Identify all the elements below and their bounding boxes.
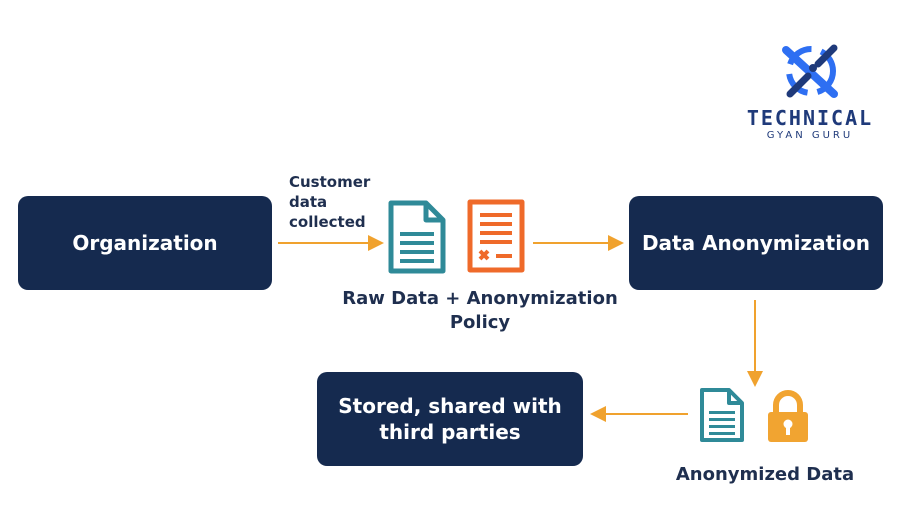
stored-shared-line-1: Stored, shared with (338, 394, 562, 418)
raw-data-policy-line-2: Policy (449, 312, 511, 333)
stored-shared-box: Stored, shared with third parties (317, 372, 583, 466)
anonymized-document-icon (700, 388, 744, 442)
customer-data-line-2: data (289, 193, 328, 211)
padlock-icon (768, 390, 808, 442)
logo-subtitle: GYAN GURU (766, 130, 854, 141)
raw-data-policy-label: Raw Data + Anonymization Policy (335, 287, 625, 335)
data-anonymization-label: Data Anonymization (641, 231, 871, 255)
customer-data-line-1: Customer (289, 173, 371, 191)
organization-box: Organization (18, 196, 272, 290)
logo-title: TECHNICAL (746, 106, 874, 130)
data-anonymization-box: Data Anonymization (629, 196, 883, 290)
customer-data-line-3: collected (289, 213, 366, 231)
stored-shared-line-2: third parties (379, 420, 521, 444)
organization-label: Organization (72, 231, 218, 255)
logo-icon (782, 44, 838, 98)
policy-document-icon (467, 199, 525, 273)
document-icon (388, 200, 446, 274)
customer-data-label: Customer data collected (289, 172, 370, 232)
raw-data-policy-line-1: Raw Data + Anonymization (342, 288, 618, 309)
anonymized-data-label: Anonymized Data (675, 464, 855, 485)
